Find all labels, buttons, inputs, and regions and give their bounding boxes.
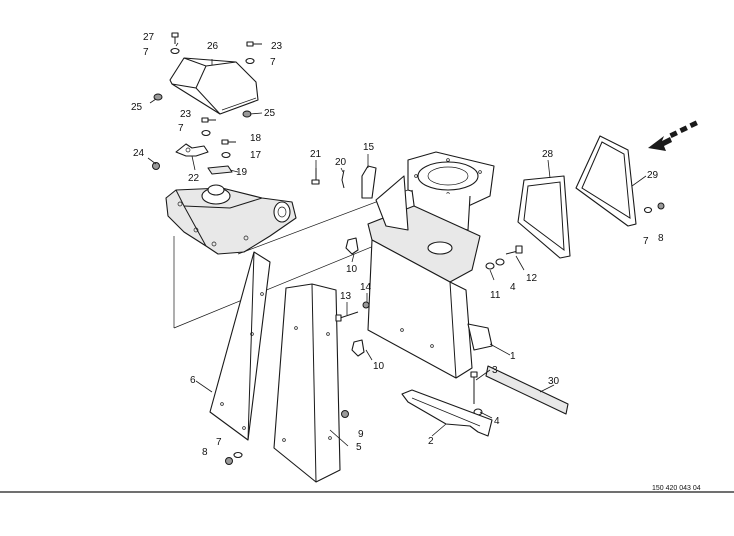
callout-11: 11	[490, 290, 501, 301]
callout-5: 5	[356, 442, 362, 453]
callout-4-upper: 4	[510, 282, 516, 293]
callout-1: 1	[510, 351, 516, 362]
document-number: 150 420 043 04	[652, 485, 701, 492]
callout-6: 6	[190, 375, 196, 386]
gearbox	[165, 184, 297, 255]
callout-24: 24	[133, 148, 145, 159]
callout-21: 21	[310, 149, 322, 160]
screw-21	[311, 168, 320, 185]
nut-24	[152, 162, 160, 170]
washer-7-top	[170, 47, 180, 55]
main-housing-1	[367, 151, 495, 379]
nut-8-bottom	[225, 457, 233, 465]
washer-17	[221, 151, 231, 159]
grommet-25-left	[153, 93, 163, 101]
callout-13: 13	[340, 291, 352, 302]
callout-7-bottom: 7	[216, 437, 222, 448]
callout-23-mid: 23	[180, 109, 192, 120]
callout-10-upper: 10	[346, 264, 358, 275]
seal-frame-29	[575, 135, 637, 227]
grommet-25-right	[242, 110, 252, 118]
callout-26: 26	[207, 41, 219, 52]
screw-23-mid	[201, 117, 216, 123]
callout-30: 30	[548, 376, 560, 387]
nut-8-right	[657, 202, 665, 210]
callout-17: 17	[250, 150, 262, 161]
callout-27: 27	[143, 32, 155, 43]
nut-9	[341, 410, 349, 418]
callout-8-bottom: 8	[202, 447, 208, 458]
callout-4-lower: 4	[494, 416, 500, 427]
callout-8-right: 8	[658, 233, 664, 244]
callouts: 1 2 3 4 4 5 6 7 7 7 7 7 8 8 9 10 10 11 1…	[131, 32, 664, 458]
callout-29: 29	[647, 170, 659, 181]
bolt-3	[470, 371, 478, 404]
callout-12: 12	[526, 273, 538, 284]
washer-7-bottom	[233, 451, 243, 459]
clamp-19	[207, 165, 233, 175]
callout-14: 14	[360, 282, 372, 293]
pin-20	[341, 169, 345, 189]
callout-3: 3	[492, 365, 498, 376]
front-shield-5	[273, 283, 341, 483]
bracket-22	[175, 143, 209, 157]
base-plate-2	[401, 389, 493, 437]
callout-20: 20	[335, 157, 347, 168]
callout-18: 18	[250, 133, 262, 144]
callout-9: 9	[358, 429, 364, 440]
bolt-12	[505, 245, 523, 255]
side-shield-6	[209, 251, 271, 441]
direction-arrow-icon	[648, 120, 698, 151]
callout-23-top: 23	[271, 41, 283, 52]
strip-30	[485, 365, 569, 415]
screw-27	[171, 32, 179, 44]
callout-19: 19	[236, 167, 248, 178]
callout-7-mid: 7	[178, 123, 184, 134]
callout-22: 22	[188, 173, 200, 184]
leader-lines	[147, 42, 647, 447]
callout-7-top-left: 7	[143, 47, 149, 58]
callout-25-right: 25	[264, 108, 276, 119]
callout-7-top-right: 7	[270, 57, 276, 68]
callout-2: 2	[428, 436, 434, 447]
bracket-15	[361, 165, 377, 199]
washer-7-mid	[201, 129, 211, 137]
seal-frame-28	[517, 175, 571, 259]
screw-23-top	[246, 41, 262, 47]
callout-15: 15	[363, 142, 375, 153]
gearbox-cover	[169, 57, 259, 115]
callout-7-right: 7	[643, 236, 649, 247]
washer-11	[485, 262, 495, 270]
screw-18	[221, 139, 236, 145]
callout-10-lower: 10	[373, 361, 385, 372]
washer-4-upper	[495, 258, 505, 266]
clip-10-upper	[345, 237, 359, 255]
washer-7-top-right	[245, 57, 255, 65]
bolt-13	[335, 311, 359, 322]
nut-14	[362, 301, 370, 309]
clip-10-lower	[351, 339, 365, 357]
callout-25-left: 25	[131, 102, 143, 113]
washer-7-right	[643, 206, 653, 214]
callout-28: 28	[542, 149, 554, 160]
